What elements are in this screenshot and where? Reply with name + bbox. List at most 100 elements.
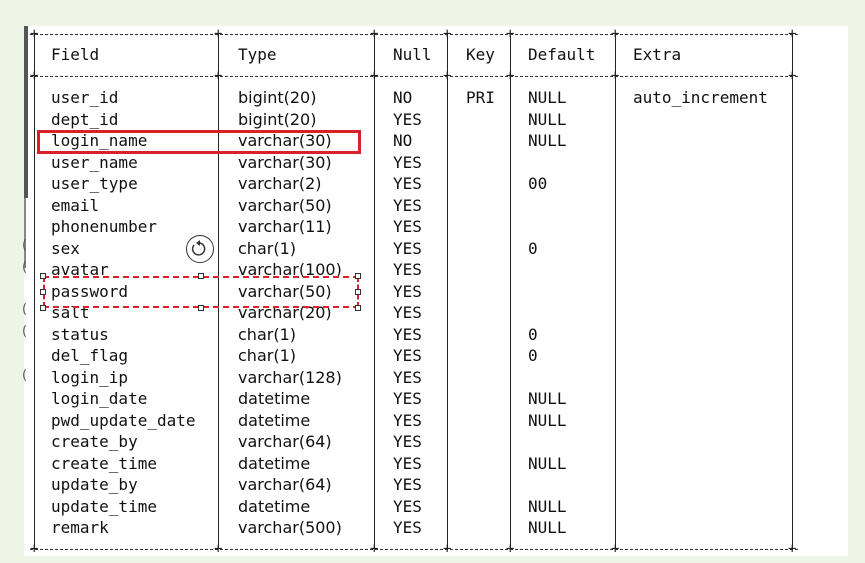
table-cell: NO: [393, 131, 413, 150]
corner-plus: +: [611, 26, 620, 42]
table-cell: password: [51, 281, 129, 301]
table-cell: YES: [393, 432, 422, 451]
table-cell: del_flag: [51, 346, 129, 365]
corner-plus: +: [788, 541, 797, 557]
table-cell: YES: [393, 260, 422, 279]
table-cell: YES: [393, 324, 422, 344]
table-cell: NULL: [528, 88, 567, 107]
table-cell: update_by: [51, 475, 138, 494]
resize-handle[interactable]: [40, 273, 46, 279]
table-cell: YES: [393, 346, 422, 365]
table-cell: YES: [393, 475, 422, 494]
table-cell: 00: [528, 174, 548, 193]
corner-plus: +: [443, 541, 452, 557]
resize-handle[interactable]: [198, 305, 204, 311]
selected-highlight-box-password[interactable]: [43, 276, 359, 308]
table-cell: varchar(30): [238, 152, 332, 172]
corner-plus: +: [506, 541, 515, 557]
table-cell: YES: [393, 195, 422, 215]
column-header: Extra: [633, 45, 682, 64]
column-separator: [510, 34, 511, 548]
column-separator: [447, 34, 448, 548]
corner-plus: +: [443, 68, 452, 84]
resize-handle[interactable]: [40, 305, 46, 311]
row-rule: [30, 34, 798, 35]
table-cell: YES: [393, 152, 422, 172]
row-rule: [30, 549, 798, 550]
resize-handle[interactable]: [355, 273, 361, 279]
corner-plus: +: [370, 26, 379, 42]
corner-plus: +: [214, 68, 223, 84]
column-separator: [34, 34, 35, 548]
table-cell: update_time: [51, 496, 157, 516]
column-separator: [374, 34, 375, 548]
table-cell: 0: [528, 238, 538, 258]
table-cell: sex: [51, 238, 80, 258]
table-cell: YES: [393, 281, 422, 301]
table-cell: NO: [393, 88, 413, 107]
table-cell: char(1): [238, 346, 296, 365]
table-cell: varchar(50): [238, 195, 332, 215]
column-header: Type: [238, 45, 277, 64]
table-cell: varchar(50): [238, 281, 332, 301]
column-header: Key: [466, 45, 495, 64]
table-cell: create_time: [51, 453, 157, 473]
table-cell: YES: [393, 496, 422, 516]
corner-plus: +: [370, 68, 379, 84]
left-edge-bar-lower: [24, 198, 26, 268]
table-cell: PRI: [466, 88, 495, 107]
table-cell: NULL: [528, 410, 567, 430]
column-header: Field: [51, 45, 100, 64]
table-cell: YES: [393, 389, 422, 408]
table-cell: remark: [51, 518, 109, 537]
highlight-box-login-name[interactable]: [37, 130, 361, 154]
table-cell: login_name: [51, 131, 148, 150]
table-cell: 0: [528, 324, 538, 344]
table-cell: YES: [393, 367, 422, 387]
column-header: Null: [393, 45, 432, 64]
table-cell: NULL: [528, 496, 567, 516]
table-cell: YES: [393, 217, 422, 236]
table-cell: 0: [528, 346, 538, 365]
table-cell: user_id: [51, 88, 119, 107]
corner-plus: +: [611, 541, 620, 557]
table-cell: varchar(500): [238, 518, 342, 537]
resize-handle[interactable]: [40, 289, 46, 295]
table-cell: YES: [393, 410, 422, 430]
corner-plus: +: [30, 541, 39, 557]
resize-handle[interactable]: [355, 289, 361, 295]
corner-plus: +: [443, 26, 452, 42]
corner-plus: +: [30, 26, 39, 42]
corner-plus: +: [611, 68, 620, 84]
table-cell: varchar(64): [238, 432, 332, 451]
column-header: Default: [528, 45, 596, 64]
table-cell: YES: [393, 109, 422, 129]
table-cell: datetime: [238, 453, 311, 473]
table-cell: status: [51, 324, 109, 344]
resize-handle[interactable]: [355, 305, 361, 311]
table-cell: user_type: [51, 174, 138, 193]
table-cell: NULL: [528, 453, 567, 473]
table-cell: YES: [393, 238, 422, 258]
table-cell: bigint(20): [238, 88, 317, 107]
corner-plus: +: [214, 541, 223, 557]
table-cell: YES: [393, 518, 422, 537]
resize-handle[interactable]: [198, 273, 204, 279]
column-separator: [615, 34, 616, 548]
table-cell: YES: [393, 174, 422, 193]
corner-plus: +: [370, 541, 379, 557]
table-cell: YES: [393, 453, 422, 473]
mysql-describe-output: [24, 26, 848, 556]
edge-mark: (: [22, 238, 28, 253]
edge-mark: (: [22, 260, 28, 275]
table-cell: datetime: [238, 389, 311, 408]
table-cell: create_by: [51, 432, 138, 451]
rotate-icon[interactable]: [186, 235, 214, 263]
table-cell: avatar: [51, 260, 109, 279]
rotate-icon-glyph: [191, 240, 206, 256]
table-cell: auto_increment: [633, 88, 768, 107]
table-cell: YES: [393, 303, 422, 322]
table-cell: varchar(30): [238, 131, 332, 150]
table-cell: char(1): [238, 324, 296, 344]
table-cell: phonenumber: [51, 217, 157, 236]
